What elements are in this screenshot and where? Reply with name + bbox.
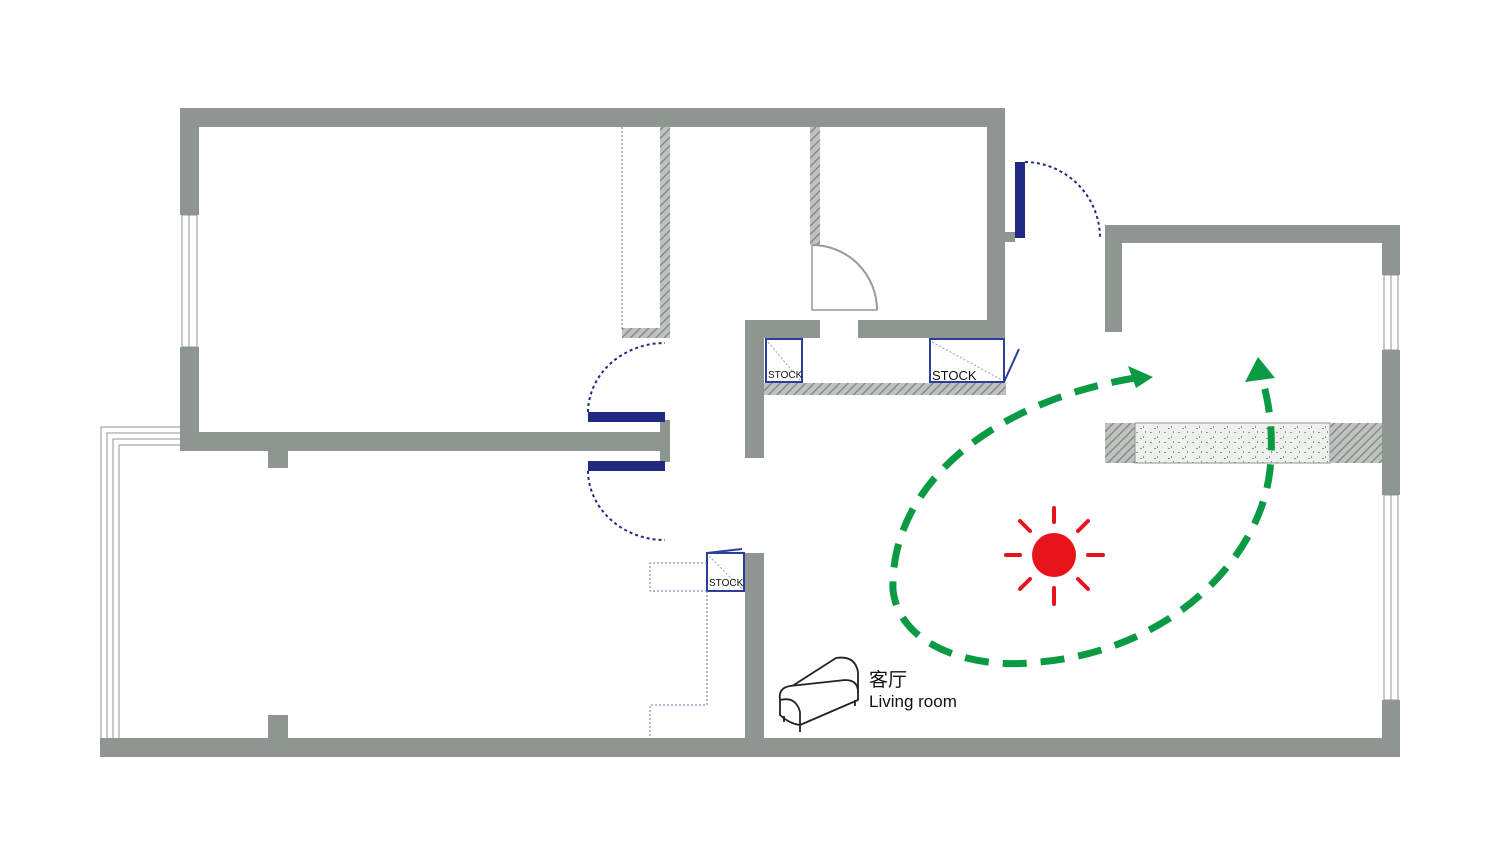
storage-label: STOCK xyxy=(768,370,803,381)
airflow-arrows xyxy=(889,357,1275,668)
storage-label: STOCK xyxy=(932,368,977,383)
windows xyxy=(100,214,1399,738)
storage-units: STOCK STOCK STOCK xyxy=(649,338,1020,738)
storage-unit: STOCK xyxy=(929,338,1020,383)
storage-unit: STOCK xyxy=(765,338,803,383)
walls xyxy=(100,108,1400,757)
room-label-zh: 客厅 xyxy=(869,669,907,691)
sun-icon xyxy=(1004,506,1105,606)
counter xyxy=(1105,422,1382,464)
storage-label: STOCK xyxy=(709,578,744,589)
doors[interactable] xyxy=(587,161,1101,541)
sofa-icon xyxy=(778,656,859,732)
storage-unit: STOCK xyxy=(706,548,745,592)
room-label-en: Living room xyxy=(869,692,957,711)
